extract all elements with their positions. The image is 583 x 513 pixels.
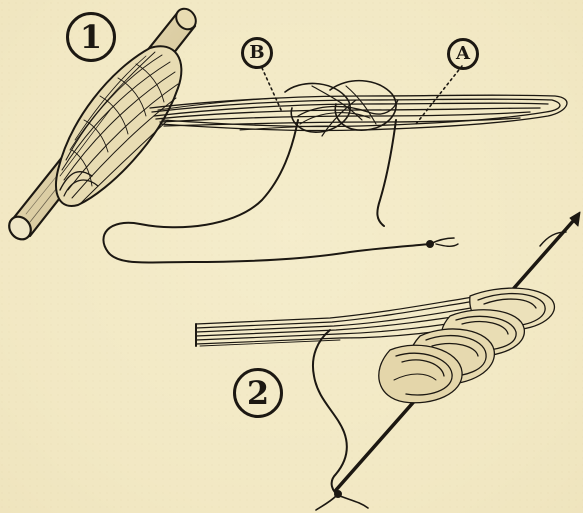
callout-a-label: A (447, 38, 479, 70)
callout-b-label: B (241, 37, 273, 69)
figure-1-label: 1 (66, 12, 116, 62)
figure-2-label: 2 (233, 368, 283, 418)
